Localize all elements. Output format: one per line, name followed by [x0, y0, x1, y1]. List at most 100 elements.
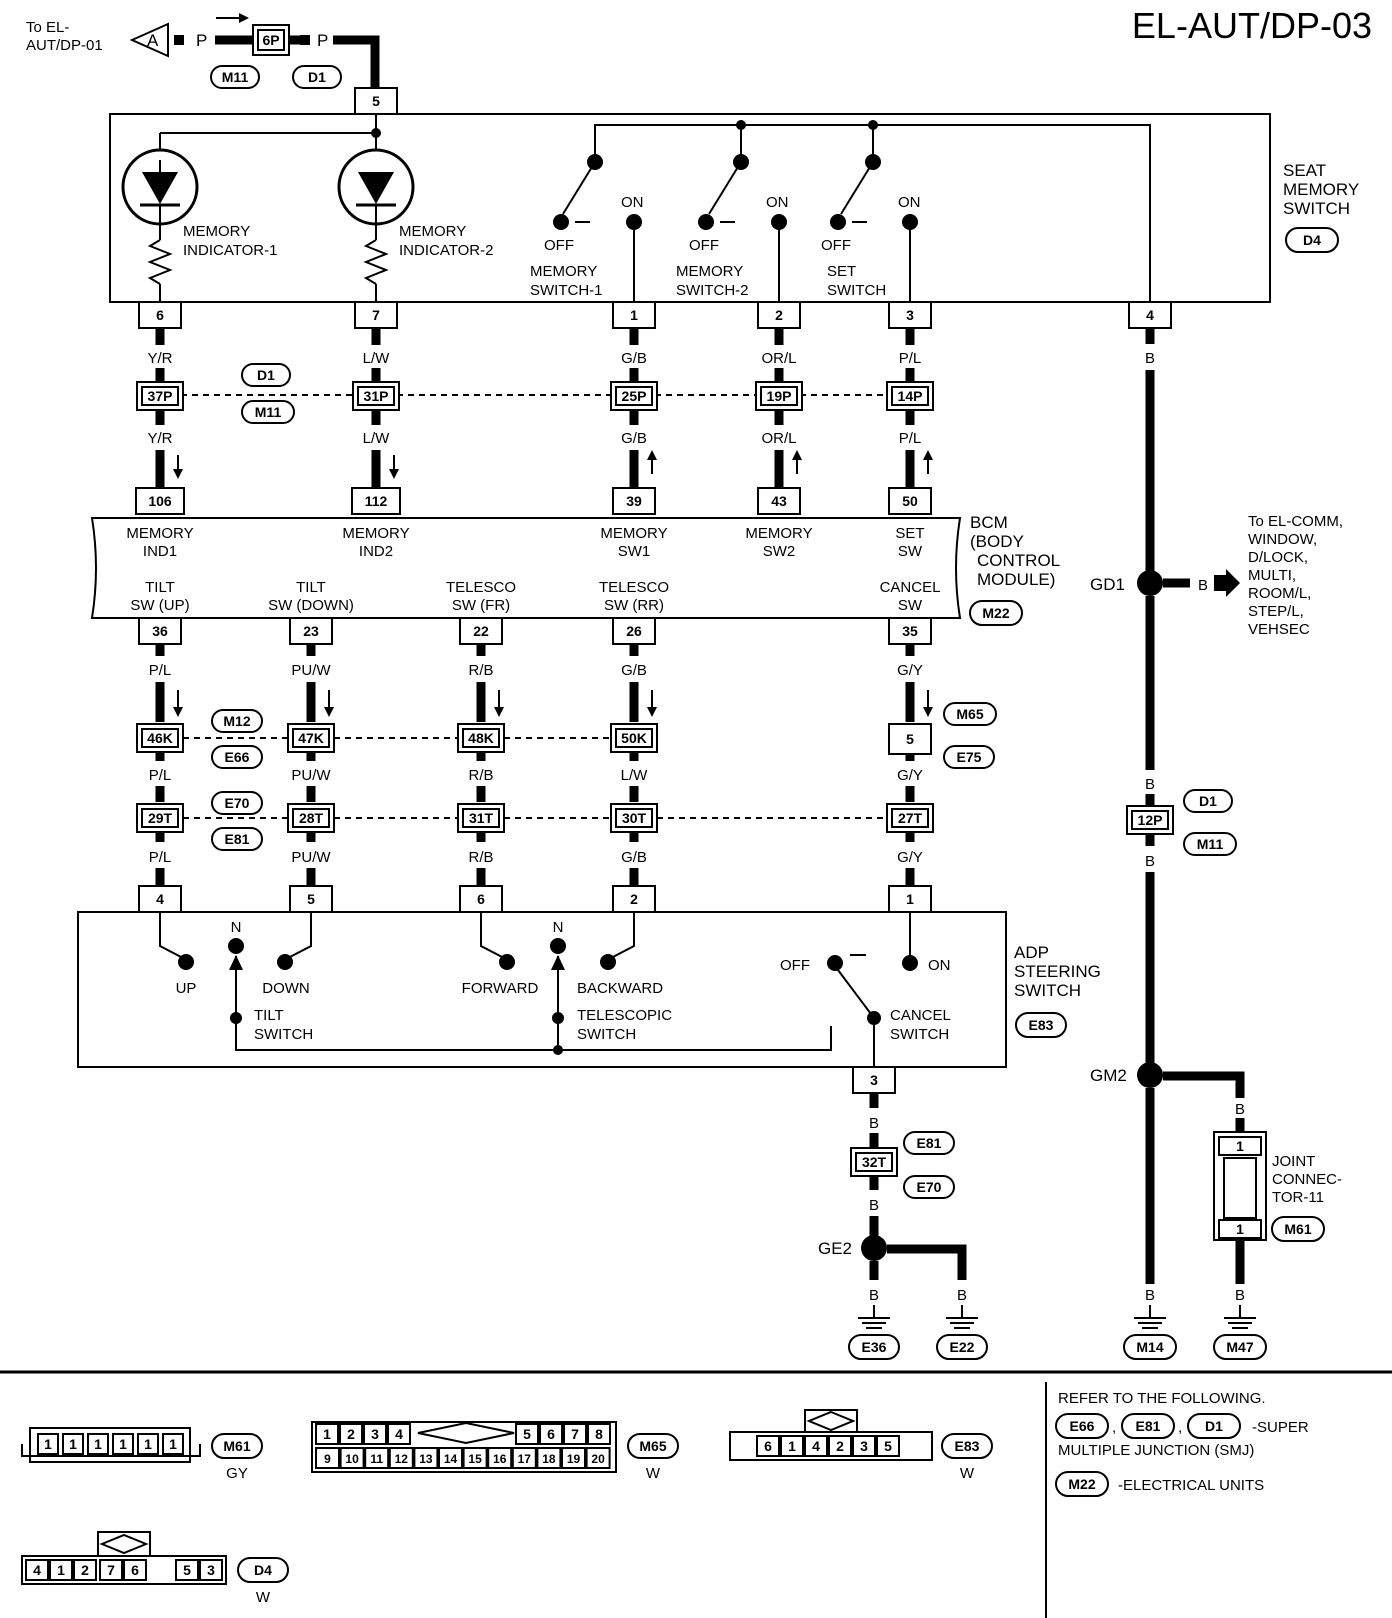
memory-indicator-2-label-a: MEMORY — [399, 223, 466, 240]
bcm-pin-106: 106 — [148, 493, 172, 509]
reference-wire-2: P — [317, 31, 328, 50]
svg-text:5: 5 — [183, 1562, 191, 1578]
code-m12: M12 — [223, 713, 250, 729]
memory-indicator-2: MEMORY INDICATOR-2 — [337, 133, 493, 302]
svg-text:6: 6 — [131, 1562, 139, 1578]
m65-pin-label: 4 — [395, 1426, 403, 1442]
m65-pin-label: 6 — [547, 1426, 555, 1442]
svg-text:W: W — [960, 1465, 975, 1482]
seat-switch-pins: 6 7 1 2 3 4 — [138, 301, 1172, 329]
bcm-pin-43: 43 — [771, 493, 787, 509]
svg-text:3: 3 — [860, 1438, 868, 1454]
svg-text:2: 2 — [81, 1562, 89, 1578]
svg-text:MEMORY: MEMORY — [676, 263, 743, 280]
tele-switch-label-2: SWITCH — [577, 1026, 636, 1043]
memory-indicator-1-label-b: INDICATOR-1 — [183, 242, 277, 259]
svg-text:IND1: IND1 — [143, 543, 177, 560]
svg-text:1: 1 — [94, 1436, 102, 1452]
m65-pin — [487, 1447, 513, 1469]
svg-text:P/L: P/L — [149, 767, 172, 784]
connector-view-d4: 4 1 2 7 6 5 3 D4 W — [21, 1531, 289, 1606]
svg-text:,: , — [1112, 1419, 1116, 1436]
seat-switch-label-1: SEAT — [1283, 161, 1326, 180]
svg-text:ON: ON — [621, 194, 644, 211]
svg-text:SW (DOWN): SW (DOWN) — [268, 597, 354, 614]
m65-pin-label: 1 — [323, 1426, 331, 1442]
svg-text:B: B — [1145, 350, 1155, 367]
m65-pin — [315, 1423, 339, 1445]
page-title: EL-AUT/DP-03 — [1132, 5, 1372, 46]
svg-text:SW: SW — [898, 543, 923, 560]
wire-color-g-b-a: G/B — [621, 350, 647, 367]
svg-text:1: 1 — [69, 1436, 77, 1452]
wire-color-y-r-a: Y/R — [147, 350, 172, 367]
svg-text:MEMORY: MEMORY — [126, 525, 193, 542]
m65-pin — [387, 1423, 411, 1445]
conn-cancel-5: 5 — [906, 731, 914, 747]
m65-pin-label: 19 — [567, 1452, 581, 1466]
bcm-label-4: MODULE) — [977, 570, 1055, 589]
splice-gm2: GM2 — [1090, 1066, 1127, 1085]
svg-text:MEMORY: MEMORY — [530, 263, 597, 280]
splice-ge2: GE2 — [818, 1239, 852, 1258]
svg-text:B: B — [869, 1115, 879, 1132]
conn-29t: 29T — [148, 810, 173, 826]
tilt-n-label: N — [231, 919, 242, 936]
wire-color-p-l-a: P/L — [899, 350, 922, 367]
svg-text:D1: D1 — [1205, 1418, 1223, 1434]
svg-text:1: 1 — [44, 1436, 52, 1452]
svg-text:AUT/DP-01: AUT/DP-01 — [26, 37, 103, 54]
m65-pin-label: 17 — [518, 1452, 532, 1466]
m65-pin-label: 7 — [571, 1426, 579, 1442]
m65-pin — [339, 1423, 363, 1445]
tele-n-label: N — [553, 919, 564, 936]
svg-text:TELESCO: TELESCO — [446, 579, 516, 596]
code-e70-ground: E70 — [917, 1179, 942, 1195]
svg-text:SW2: SW2 — [763, 543, 796, 560]
svg-text:W: W — [256, 1589, 271, 1606]
svg-text:OFF: OFF — [821, 237, 851, 254]
m65-pin — [363, 1423, 387, 1445]
smj-31p: 31P — [364, 388, 389, 404]
svg-text:4: 4 — [812, 1438, 820, 1454]
svg-text:To EL-: To EL- — [26, 19, 69, 36]
svg-text:SET: SET — [895, 525, 924, 542]
svg-text:SWITCH: SWITCH — [827, 282, 886, 299]
svg-text:TILT: TILT — [296, 579, 326, 596]
ground-e-branch: 3 B 32T E81 E70 B GE2 B B E36 E22 — [818, 1066, 988, 1360]
svg-text:STEP/L,: STEP/L, — [1248, 603, 1304, 620]
svg-text:1: 1 — [169, 1436, 177, 1452]
svg-text:PU/W: PU/W — [291, 662, 331, 679]
refer-heading: REFER TO THE FOLLOWING. — [1058, 1390, 1266, 1407]
m65-pin — [388, 1447, 414, 1469]
svg-text:B: B — [957, 1287, 967, 1304]
wire-color-or-l-b: OR/L — [761, 430, 796, 447]
svg-text:MULTI,: MULTI, — [1248, 567, 1296, 584]
bcm-pin-112: 112 — [365, 493, 388, 509]
adp-label-2: STEERING — [1014, 962, 1101, 981]
smj-code-d1: D1 — [257, 367, 275, 383]
svg-text:B: B — [1145, 853, 1155, 870]
memory-switch-2: OFF ON MEMORY SWITCH-2 — [676, 154, 789, 302]
connector-view-m61: 1 1 1 1 1 1 M61 GY — [21, 1427, 263, 1482]
svg-text:B: B — [869, 1287, 879, 1304]
conn-32t: 32T — [862, 1154, 887, 1170]
svg-text:1: 1 — [57, 1562, 65, 1578]
svg-text:E66: E66 — [1070, 1418, 1095, 1434]
refer-smj-text-2: MULTIPLE JUNCTION (SMJ) — [1058, 1442, 1254, 1459]
svg-text:5: 5 — [884, 1438, 892, 1454]
smj-37p: 37P — [148, 388, 173, 404]
svg-text:SET: SET — [827, 263, 856, 280]
svg-text:G/B: G/B — [621, 662, 647, 679]
svg-text:3: 3 — [906, 307, 914, 323]
adp-code: E83 — [1029, 1017, 1054, 1033]
svg-text:ON: ON — [766, 194, 789, 211]
m65-pin-label: 20 — [591, 1452, 605, 1466]
connector-view-e83: 6 1 4 2 3 5 E83 W — [729, 1409, 993, 1482]
svg-text:MEMORY: MEMORY — [745, 525, 812, 542]
svg-text:G/Y: G/Y — [897, 662, 923, 679]
svg-text:22: 22 — [473, 623, 489, 639]
m65-pin — [413, 1447, 439, 1469]
tilt-switch-label-1: TILT — [254, 1007, 284, 1024]
reference-code-m11: M11 — [222, 69, 249, 85]
